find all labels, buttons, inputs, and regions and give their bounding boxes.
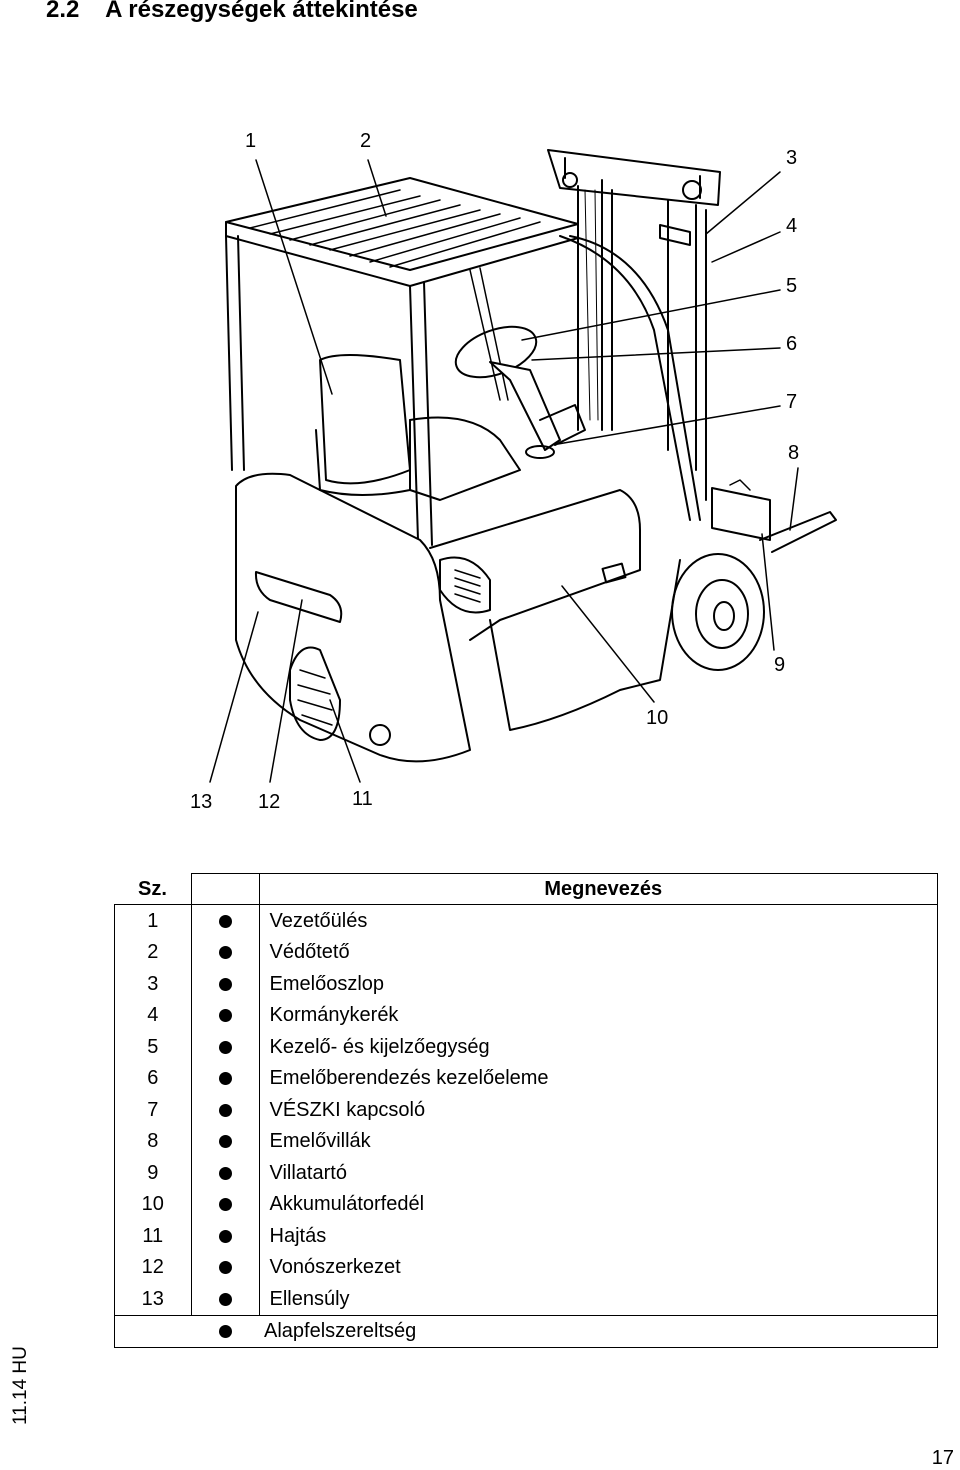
table-row: 12 Vonószerkezet [114,1251,938,1283]
row-number: 3 [114,968,192,1000]
table-row: 9 Villatartó [114,1157,938,1189]
standard-equipment-dot-icon [218,1135,232,1149]
front-wheel-drawing [671,553,765,671]
row-name: Emelőoszlop [259,968,938,1000]
callout-8: 8 [788,442,800,464]
seat-drawing [315,354,521,501]
standard-equipment-dot-icon [218,1261,232,1275]
callout-3: 3 [786,147,798,169]
row-name: Villatartó [259,1157,938,1189]
row-number: 9 [114,1157,192,1189]
mast-drawing [547,149,721,501]
row-name: Hajtás [259,1220,938,1252]
rear-wheel-drawing [289,646,341,741]
section-heading: 2.2 A részegységek áttekintése [46,0,418,24]
table-row: 8 Emelővillák [114,1125,938,1157]
standard-equipment-dot-icon [218,914,232,928]
row-name: Védőtető [259,936,938,968]
standard-equipment-dot-icon [218,1198,232,1212]
callout-12: 12 [258,791,281,813]
document-version: 11.14 HU [10,1346,31,1425]
table-row: 1 Vezetőülés [114,904,938,937]
standard-equipment-dot-icon [218,977,232,991]
callout-7: 7 [786,391,798,413]
table-row: 7 VÉSZKI kapcsoló [114,1094,938,1126]
roof-drawing [225,177,701,546]
leader-lines [209,159,799,783]
row-name: Ellensúly [259,1283,938,1315]
row-number: 2 [114,936,192,968]
callout-1: 1 [245,130,257,152]
callout-9: 9 [774,654,786,676]
standard-equipment-dot-icon [218,1009,232,1023]
row-number: 11 [114,1220,192,1252]
body-drawing [235,472,681,763]
row-name: Kezelő- és kijelzőegység [259,1031,938,1063]
row-number: 13 [114,1283,192,1315]
table-row: 10 Akkumulátorfedél [114,1188,938,1220]
parts-table: Sz. Megnevezés 1 Vezetőülés 2 Védőtető 3… [114,873,938,1348]
row-name: Vezetőülés [259,904,938,937]
header-name: Megnevezés [259,873,938,905]
callout-10: 10 [646,707,669,729]
standard-equipment-dot-icon [218,1292,232,1306]
table-row: 5 Kezelő- és kijelzőegység [114,1031,938,1063]
callout-5: 5 [786,275,798,297]
legend-spacer [114,1314,191,1348]
callout-11: 11 [352,788,373,810]
forks-drawing [711,479,837,553]
row-name: Vonószerkezet [259,1251,938,1283]
header-spacer [191,873,260,905]
standard-equipment-dot-icon [218,1103,232,1117]
row-number: 1 [114,904,192,937]
row-number: 4 [114,999,192,1031]
header-number: Sz. [114,873,192,905]
table-row: 11 Hajtás [114,1220,938,1252]
standard-equipment-dot-icon [218,1072,232,1086]
row-number: 10 [114,1188,192,1220]
row-number: 12 [114,1251,192,1283]
table-row: 6 Emelőberendezés kezelőeleme [114,1062,938,1094]
row-name: Kormánykerék [259,999,938,1031]
standard-equipment-dot-icon [218,1166,232,1180]
table-row: 3 Emelőoszlop [114,968,938,1000]
table-row: 13 Ellensúly [114,1283,938,1315]
row-name: Akkumulátorfedél [259,1188,938,1220]
callout-4: 4 [786,215,798,237]
callout-13: 13 [190,791,213,813]
table-row: 2 Védőtető [114,936,938,968]
legend-dot-icon [218,1325,232,1339]
row-number: 8 [114,1125,192,1157]
legend-label: Alapfelszereltség [259,1314,938,1348]
row-number: 7 [114,1094,192,1126]
row-name: Emelőberendezés kezelőeleme [259,1062,938,1094]
row-name: Emelővillák [259,1125,938,1157]
table-header-row: Sz. Megnevezés [114,873,938,905]
standard-equipment-dot-icon [218,946,232,960]
section-title: A részegységek áttekintése [105,0,418,23]
legend-row: Alapfelszereltség [114,1314,938,1348]
steering-drawing [454,325,586,459]
row-number: 6 [114,1062,192,1094]
page-number: 17 [931,1447,954,1469]
row-name: VÉSZKI kapcsoló [259,1094,938,1126]
standard-equipment-dot-icon [218,1229,232,1243]
standard-equipment-dot-icon [218,1040,232,1054]
callout-2: 2 [360,130,372,152]
section-number: 2.2 [46,0,80,23]
forklift-illustration [209,149,837,783]
table-row: 4 Kormánykerék [114,999,938,1031]
row-number: 5 [114,1031,192,1063]
callout-6: 6 [786,333,798,355]
